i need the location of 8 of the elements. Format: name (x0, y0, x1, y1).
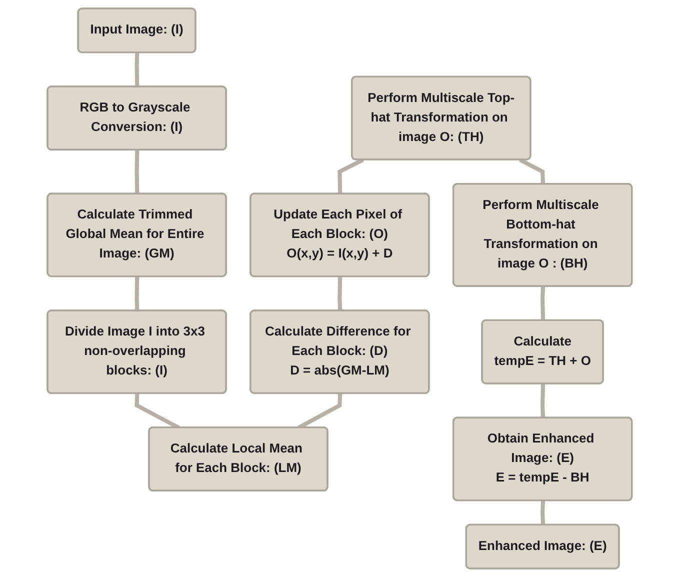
connector (540, 500, 545, 526)
connector (134, 150, 140, 194)
connector (337, 276, 342, 311)
connector (540, 286, 545, 321)
connector (540, 384, 545, 418)
connector (134, 52, 140, 87)
connector (518, 158, 545, 184)
connector (134, 276, 140, 311)
